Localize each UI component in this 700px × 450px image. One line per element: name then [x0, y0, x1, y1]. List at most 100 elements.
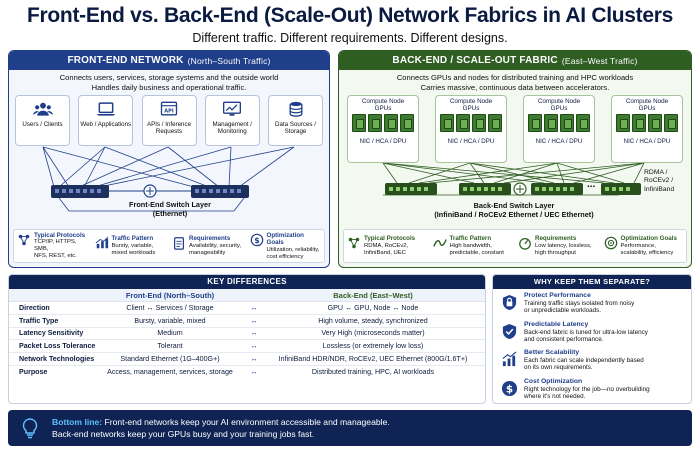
- back-goals-text1: Performance,: [620, 242, 656, 249]
- dollar-icon: $: [501, 380, 518, 396]
- bidirectional-arrow-icon: ↔: [250, 342, 258, 351]
- bidirectional-arrow-icon: ↔: [250, 368, 258, 377]
- why-item-title: Cost Optimization: [524, 377, 583, 385]
- why-separate-heading: WHY KEEP THEM SEPARATE?: [493, 275, 691, 289]
- back-switch-label-line2: (InfiniBand / RoCEv2 Ethernet / UEC Ethe…: [434, 210, 594, 219]
- lightbulb-icon: [22, 418, 38, 439]
- compute-node: Compute Node GPUs NIC / HCA / DPU: [347, 95, 419, 163]
- column-front-end: Front-End (North–South): [125, 290, 215, 300]
- gpu-icon: [576, 114, 590, 132]
- growth-chart-icon: [502, 351, 517, 367]
- back-end-heading: BACK-END / SCALE-OUT FABRIC (East–West T…: [339, 51, 691, 70]
- why-item-text1: Back-end fabric is tuned for ultra-low l…: [524, 328, 648, 336]
- gpu-icon: [352, 114, 366, 132]
- table-row: Purpose Access, management, services, sto…: [9, 366, 485, 379]
- front-switch-label-line2: (Ethernet): [152, 209, 188, 218]
- why-item-title: Protect Performance: [524, 292, 591, 299]
- svg-text:$: $: [254, 236, 259, 245]
- front-end-heading-text: FRONT-END NETWORK: [67, 55, 184, 66]
- gpu-icon: [544, 114, 558, 132]
- back-end-description: Connects GPUs and nodes for distributed …: [339, 73, 691, 92]
- gpu-icon: [648, 114, 662, 132]
- gpu-icon: [616, 114, 630, 132]
- goal-dollar-icon: $: [250, 233, 263, 246]
- row-front-value: Bursty, variable, mixed: [134, 316, 206, 325]
- front-end-heading: FRONT-END NETWORK (North–South Traffic): [9, 51, 329, 70]
- requirements-icon: [174, 237, 184, 250]
- row-back-value: High volume, steady, synchronized: [318, 316, 428, 325]
- row-label: Packet Loss Tolerance: [19, 342, 96, 351]
- laptop-icon: [96, 102, 115, 116]
- gpu-icon: [384, 114, 398, 132]
- row-front-value: Access, management, services, storage: [107, 368, 233, 377]
- gpu-group: [528, 114, 590, 132]
- back-protocols-title: Typical Protocols: [364, 235, 416, 243]
- why-item-text1: Training traffic stays isolated from noi…: [524, 300, 635, 307]
- gpu-group: [352, 114, 414, 132]
- front-end-description: Connects users, services, storage system…: [9, 73, 329, 92]
- shield-check-icon: [502, 323, 517, 339]
- goal-icon: [604, 236, 617, 250]
- gpu-icon: [440, 114, 454, 132]
- row-back-value: Lossless (or extremely low loss): [322, 342, 424, 351]
- why-item-text2: and consistent performance.: [524, 335, 604, 343]
- bottom-line-text: Bottom line: Front-end networks keep you…: [52, 416, 390, 440]
- gpu-icon: [400, 114, 414, 132]
- back-switch-label: Back-End Switch Layer (InfiniBand / RoCE…: [399, 201, 629, 219]
- front-traffic-text1: Bursty, variable,: [111, 242, 154, 249]
- gpu-icon: [560, 114, 574, 132]
- front-protocols-text1: TCP/IP, HTTPS, SMB,: [34, 239, 77, 253]
- back-traffic-text2: predictable, constant: [449, 249, 504, 256]
- bottom-line-lead: Bottom line:: [52, 417, 103, 427]
- front-protocols-text2: NFS, REST, etc.: [34, 253, 77, 260]
- protocol-icon: [18, 234, 30, 245]
- why-separate-panel: WHY KEEP THEM SEPARATE? Protect Performa…: [492, 274, 692, 404]
- service-management-label: Management / Monitoring: [212, 121, 253, 136]
- back-end-desc-line1: Connects GPUs and nodes for distributed …: [396, 73, 634, 82]
- why-item-text2: or unpredictable workloads.: [524, 307, 602, 315]
- gpu-icon: [528, 114, 542, 132]
- back-switch-3: [531, 183, 583, 195]
- svg-text:$: $: [506, 383, 513, 395]
- rdma-label-line2: RoCEv2 /: [644, 177, 674, 185]
- traffic-chart-icon: [432, 239, 447, 248]
- front-switch-left: [51, 185, 109, 198]
- more-switches-ellipsis: ...: [587, 179, 596, 190]
- rdma-label-line1: RDMA /: [644, 169, 668, 176]
- why-item-text1: Each fabric can scale independently base…: [524, 357, 644, 364]
- back-end-panel: BACK-END / SCALE-OUT FABRIC (East–West T…: [338, 50, 692, 268]
- back-end-heading-sub: (East–West Traffic): [561, 55, 638, 66]
- gpu-icon: [456, 114, 470, 132]
- front-goals-text2: cost efficiency: [266, 253, 304, 260]
- row-label: Direction: [19, 303, 50, 312]
- service-web: Web / Applications: [78, 95, 134, 146]
- page-title: Front-End vs. Back-End (Scale-Out) Netwo…: [26, 4, 673, 27]
- gpu-icon: [472, 114, 486, 132]
- database-icon: [289, 101, 302, 117]
- column-back-end: Back-End (East–West): [333, 290, 413, 300]
- row-back-value: InfiniBand HDR/NDR, RoCEv2, UEC Ethernet…: [278, 355, 468, 364]
- protocol-icon: [348, 238, 360, 249]
- bidirectional-arrow-icon: ↔: [250, 303, 258, 312]
- front-switch-label: Front-End Switch Layer (Ethernet): [95, 200, 245, 218]
- gpu-group: [616, 114, 678, 132]
- compute-node-nic: NIC / HCA / DPU: [359, 138, 407, 145]
- bottom-line-line2: Back-end networks keep your GPUs busy an…: [52, 429, 315, 439]
- service-web-label: Web / Applications: [80, 121, 132, 128]
- key-differences-table: KEY DIFFERENCES Front-End (North–South) …: [8, 274, 486, 404]
- front-end-desc-line2: Handles daily business and operational t…: [91, 82, 247, 92]
- front-end-services: Users / Clients Web / Applications API A…: [15, 95, 323, 146]
- compute-node: Compute Node GPUs NIC / HCA / DPU: [523, 95, 595, 163]
- compute-node-sub: GPUs: [374, 105, 392, 112]
- key-differences-heading: KEY DIFFERENCES: [9, 275, 485, 289]
- row-label: Purpose: [19, 368, 48, 377]
- key-differences-columns: Front-End (North–South) Back-End (East–W…: [9, 289, 485, 302]
- back-goals-title: Optimization Goals: [620, 235, 677, 243]
